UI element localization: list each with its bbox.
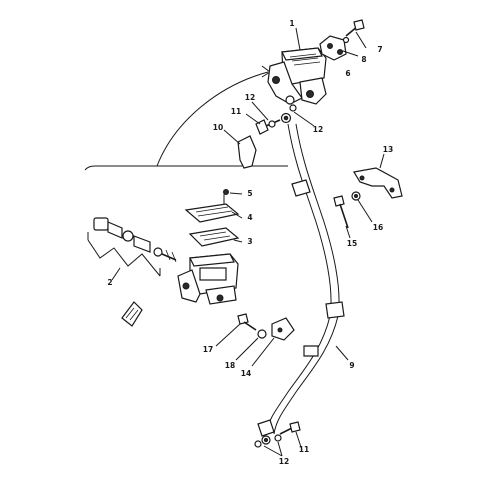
callout-12-upper-right: 12 [313,125,323,134]
callout-18: 18 [225,361,235,370]
callout-16: 16 [373,223,383,232]
leader-lines [111,27,385,457]
banjo-fitting-lower [254,419,301,448]
callout-3: 3 [247,237,252,246]
callout-7: 7 [377,45,382,54]
callout-1: 1 [289,19,294,28]
brake-hose [265,123,345,435]
callout-8: 8 [361,55,366,64]
callout-2: 2 [107,278,112,287]
handlebar-clamp-top [319,19,365,61]
master-cylinder-upper [267,47,327,105]
callout-12-upper-left: 12 [245,93,255,102]
group-bracket [84,65,288,171]
callout-17: 17 [203,345,213,354]
reservoir-cap [184,189,240,247]
handlebar-clamp-lower [237,313,295,341]
hose-guide-bracket [353,167,403,199]
callout-6: 6 [345,69,350,78]
guide-bolt [333,191,361,229]
callout-11-lower: 11 [299,445,309,454]
callout-4: 4 [247,213,252,222]
callout-10: 10 [213,123,223,132]
callout-12-lower: 12 [279,457,289,466]
banjo-bolt-upper [255,104,297,135]
callout-15: 15 [347,239,357,248]
callout-11-upper: 11 [231,107,241,116]
master-cylinder-lower [177,253,239,305]
callout-9: 9 [349,361,354,370]
callout-14: 14 [241,369,251,378]
callout-5: 5 [247,189,252,198]
callout-13: 13 [383,145,393,154]
piston-kit [87,217,177,277]
rubber-cap [237,135,257,169]
brake-switch [121,301,143,327]
